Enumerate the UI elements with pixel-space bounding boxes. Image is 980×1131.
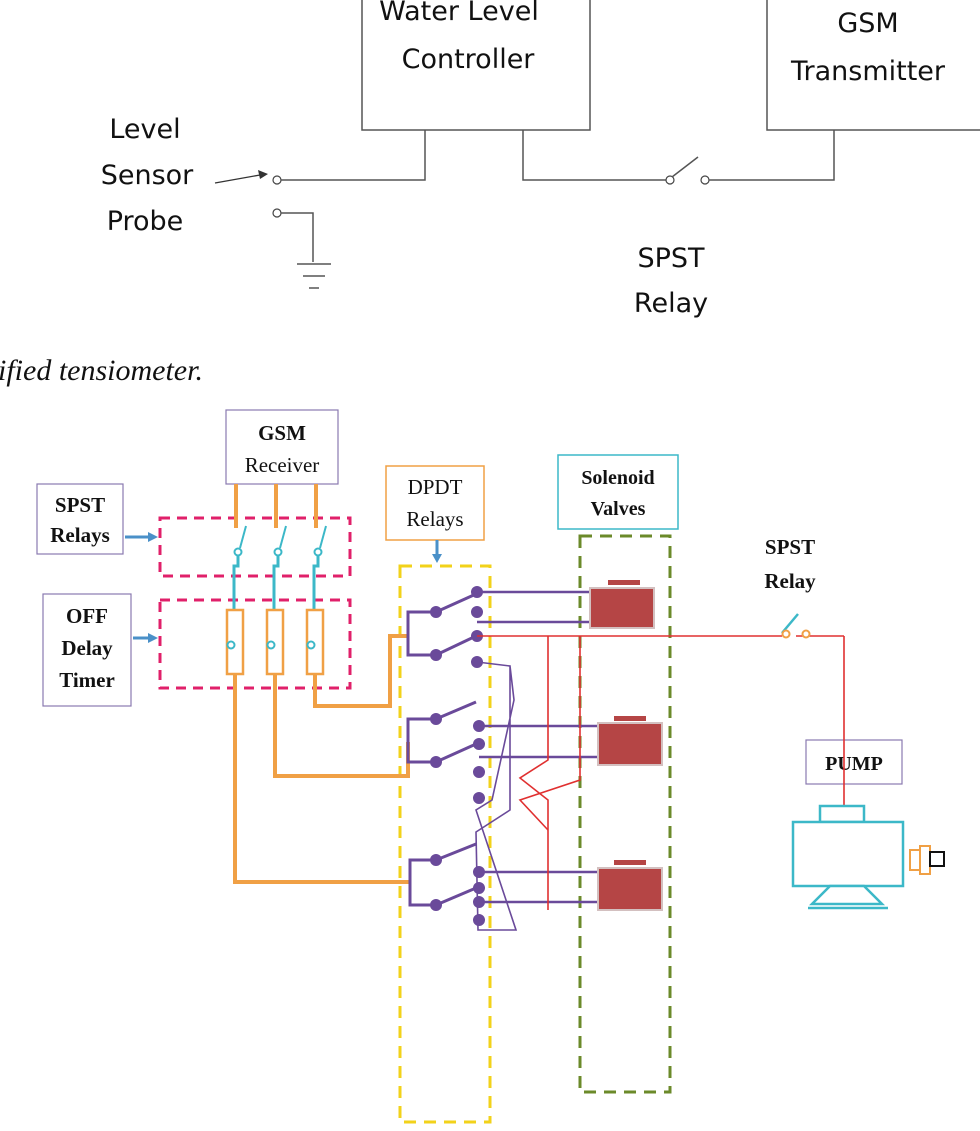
off-delay-label-line1: OFF (66, 604, 108, 628)
pump-relay-contacts (781, 629, 811, 639)
gsm-receiver-label-line2: Receiver (245, 453, 320, 477)
off-delay-timer-box (42, 593, 132, 707)
dpdt-relay-1 (406, 586, 483, 668)
top-relay-label-line1: SPST (637, 243, 705, 274)
sensor-arrow (214, 174, 261, 184)
pump-icon (791, 804, 905, 910)
off-delay-label-line3: Timer (59, 668, 115, 692)
gsm-receiver-box (225, 409, 339, 485)
spst-relays-label-line2: Relays (50, 523, 110, 547)
spst-relays-box (36, 483, 124, 555)
spst-relay-switches (232, 525, 327, 610)
dpdt-relays-box (385, 465, 485, 541)
top-circuit: Water Level Controller GSM Transmitter L… (101, 0, 980, 319)
controller-label-line2: Controller (402, 44, 536, 75)
dpdt-relay-3 (408, 842, 485, 926)
pump-label: PUMP (825, 753, 883, 775)
relay-contact-left (665, 175, 675, 185)
wire-probe-ground (281, 212, 314, 262)
figure-caption-fragment: ified tensiometer. (0, 354, 203, 387)
transmitter-label-line2: Transmitter (790, 56, 946, 87)
solenoid-valves-group (578, 534, 672, 1094)
dpdt-relay-2 (406, 700, 485, 804)
arrow-dpdt (432, 540, 442, 563)
off-delay-label-line2: Delay (61, 636, 113, 660)
off-delay-timer-group (158, 598, 352, 690)
solenoid-label-line1: Solenoid (581, 467, 654, 489)
probe-terminal-bottom (272, 208, 282, 218)
solenoid-valve-2 (597, 716, 663, 766)
arrow-off-delay (133, 633, 158, 643)
solenoid-valve-1 (589, 580, 655, 629)
probe-terminal-top (272, 175, 282, 185)
spst-relay-label-line1: SPST (765, 535, 815, 559)
dpdt-label-line1: DPDT (408, 475, 463, 499)
pump-shaft-icon (909, 845, 945, 875)
pump-label-box (805, 739, 903, 785)
arrow-spst-relays (125, 532, 158, 542)
wire-controller-relay (522, 130, 666, 181)
bottom-circuit: GSM Receiver SPST Relays OFF Delay Timer… (36, 409, 945, 1124)
dpdt-to-valve-wires (475, 590, 600, 931)
water-level-controller-box (361, 0, 591, 131)
solenoid-label-line2: Valves (591, 498, 646, 520)
solenoid-valve-3 (597, 860, 663, 911)
sensor-label-line2: Sensor (101, 160, 194, 191)
wire-probe-controller (281, 130, 426, 181)
sensor-label-line1: Level (109, 114, 180, 145)
solenoid-valves-box (557, 454, 679, 530)
gsm-receiver-label-line1: GSM (258, 421, 306, 445)
top-relay-label-line2: Relay (634, 288, 708, 319)
spst-relays-group (158, 516, 352, 578)
gsm-transmitter-box (766, 0, 980, 131)
ground-symbol (297, 263, 331, 289)
relay-contact-right (700, 175, 710, 185)
spst-relay-label-line2: Relay (764, 569, 816, 593)
timer-contacts (226, 640, 316, 650)
dpdt-label-line2: Relays (406, 507, 463, 531)
controller-label-line1: Water Level (379, 0, 539, 27)
transmitter-label-line1: GSM (837, 8, 898, 39)
red-power-wire (477, 635, 845, 910)
spst-relays-label-line1: SPST (55, 493, 105, 517)
relay-switch-lever (671, 156, 699, 178)
dpdt-relays-group (398, 564, 492, 1124)
sensor-label-line3: Probe (107, 206, 184, 237)
sensor-arrowhead (258, 170, 268, 179)
off-delay-timers (225, 608, 325, 676)
wire-relay-transmitter (709, 130, 835, 181)
gsm-receiver-outputs (234, 484, 318, 528)
